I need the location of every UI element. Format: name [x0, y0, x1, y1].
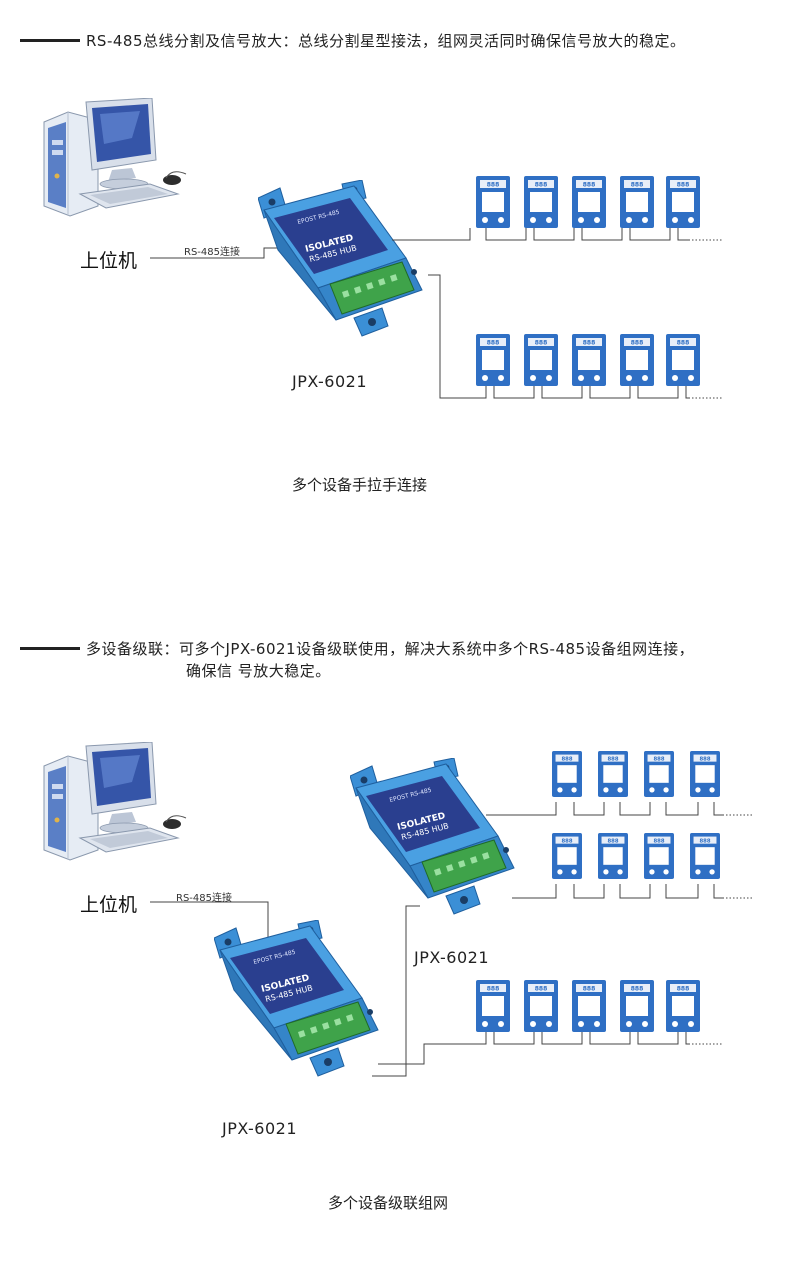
- host-label-1: 上位机: [80, 250, 138, 272]
- rs485-node-icon: [598, 751, 628, 797]
- rs485-node-icon: [690, 751, 720, 797]
- rs485-node-icon: [666, 980, 700, 1032]
- device-label-2-upper: JPX-6021: [414, 948, 490, 967]
- rs485-node-icon: [620, 334, 654, 386]
- rs485-node-icon: [476, 334, 510, 386]
- rs485-node-icon: [644, 751, 674, 797]
- wire-cascade: [372, 905, 420, 1077]
- rs485-node-icon: [552, 833, 582, 879]
- rs485-node-icon: [572, 980, 606, 1032]
- link-label-2: RS-485连接: [176, 893, 232, 904]
- rs485-node-icon: [524, 176, 558, 228]
- device-label-2-lower: JPX-6021: [222, 1119, 298, 1138]
- device-label-1: JPX-6021: [292, 372, 368, 391]
- caption-2: 多个设备级联组网: [328, 1194, 449, 1212]
- rs485-node-icon: [572, 334, 606, 386]
- rs485-node-icon: [552, 751, 582, 797]
- rs485-node-icon: [524, 334, 558, 386]
- host-label-2: 上位机: [80, 894, 138, 916]
- rs485-node-icon: [524, 980, 558, 1032]
- wire-host-hub-1: [150, 247, 292, 259]
- node-row-2a: [552, 751, 720, 797]
- rs485-node-icon: [666, 334, 700, 386]
- rs485-node-icon: [572, 176, 606, 228]
- host-computer-icon-1: [43, 98, 187, 217]
- rs485-node-icon: [476, 176, 510, 228]
- node-row-2b: [552, 833, 720, 879]
- heading-rule-1: [20, 39, 80, 42]
- host-computer-icon-2: [43, 742, 187, 861]
- section2-heading: 多设备级联：可多个JPX-6021设备级联使用，解决大系统中多个RS-485设备…: [86, 640, 695, 658]
- node-row-1a: [476, 176, 700, 228]
- hub-device-2-upper: [350, 758, 515, 915]
- node-row-1b: [476, 334, 700, 386]
- rs485-node-icon: [620, 980, 654, 1032]
- section1-heading: RS-485总线分割及信号放大：总线分割星型接法，组网灵活同时确保信号放大的稳定…: [86, 32, 686, 50]
- rs485-node-icon: [476, 980, 510, 1032]
- rs485-node-icon: [690, 833, 720, 879]
- rs485-node-icon: [666, 176, 700, 228]
- heading-rule-2: [20, 647, 80, 650]
- rs485-node-icon: [620, 176, 654, 228]
- rs485-node-icon: [598, 833, 628, 879]
- wire-host-hub-2: [150, 901, 269, 950]
- node-row-2c: [476, 980, 700, 1032]
- hub-device-1: [258, 180, 423, 337]
- rs485-node-icon: [644, 833, 674, 879]
- hub-device-2-lower: [214, 920, 379, 1077]
- link-label-1: RS-485连接: [184, 247, 240, 258]
- section2-heading-cont: 确保信 号放大稳定。: [186, 662, 331, 680]
- caption-1: 多个设备手拉手连接: [292, 476, 428, 494]
